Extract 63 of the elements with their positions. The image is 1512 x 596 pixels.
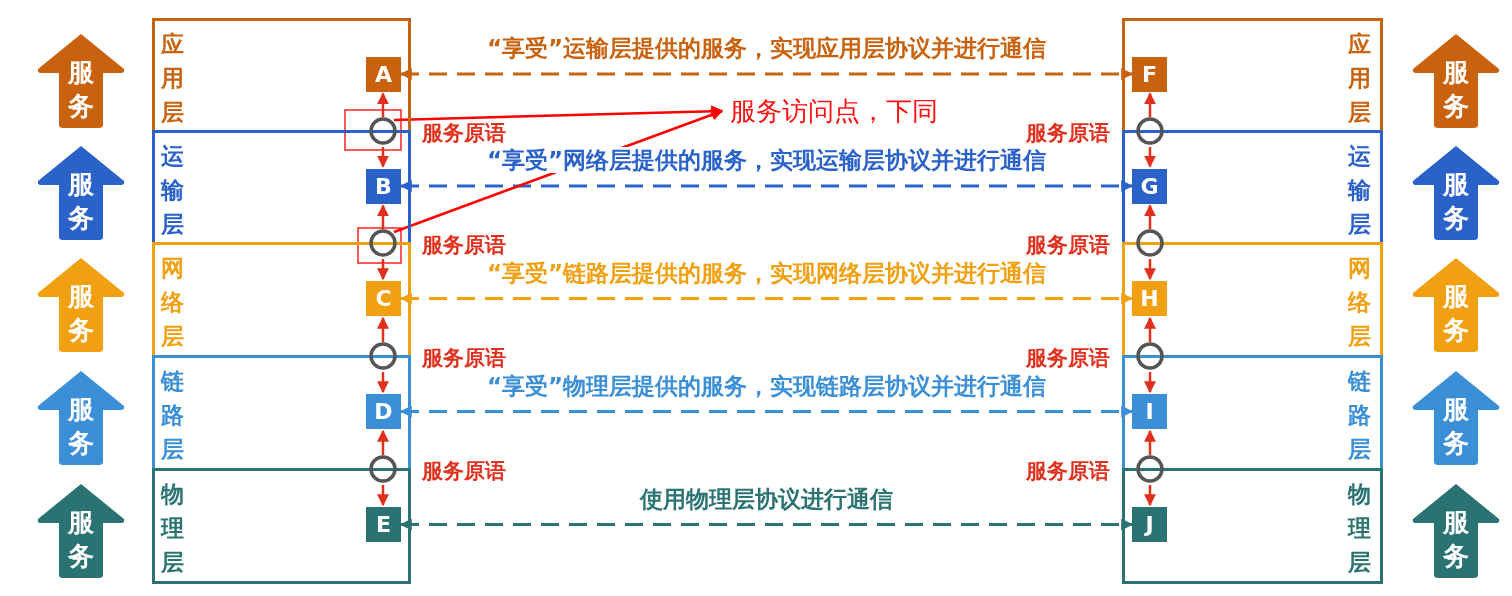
pointer-arrow bbox=[377, 429, 389, 455]
pointer-arrow bbox=[1144, 485, 1156, 507]
service-sign: 服务 bbox=[1412, 483, 1500, 579]
pointer-arrow bbox=[1144, 259, 1156, 281]
pointer-arrow bbox=[377, 485, 389, 507]
access-point-circle bbox=[1136, 229, 1164, 257]
layer-box: 网络层 H bbox=[1122, 242, 1383, 358]
layer-box: 物理层 J bbox=[1122, 468, 1383, 584]
service-sign: 服务 bbox=[37, 33, 125, 129]
pointer-arrow bbox=[377, 147, 389, 168]
primitive-label: 服务原语 bbox=[1024, 345, 1110, 371]
pointer-arrow bbox=[1144, 429, 1156, 455]
primitive-label: 服务原语 bbox=[422, 458, 507, 484]
access-point-circle bbox=[369, 342, 397, 370]
access-point-circle bbox=[369, 229, 397, 257]
pointer-arrow bbox=[377, 372, 389, 394]
pointer-arrow bbox=[377, 316, 389, 342]
access-point-square: H bbox=[1132, 281, 1167, 316]
access-point-square: A bbox=[366, 56, 401, 92]
access-point-circle bbox=[1136, 117, 1164, 145]
primitive-label: 服务原语 bbox=[1024, 232, 1110, 258]
access-point-square: I bbox=[1132, 394, 1167, 429]
pointer-arrow bbox=[1144, 204, 1156, 229]
access-point-circle bbox=[1136, 342, 1164, 370]
callout-text: 服务访问点，下同 bbox=[722, 92, 978, 130]
pointer-arrow bbox=[377, 259, 389, 281]
primitive-label: 服务原语 bbox=[422, 345, 507, 371]
pointer-arrow bbox=[1144, 147, 1156, 168]
access-point-circle bbox=[1136, 455, 1164, 483]
service-sign: 服务 bbox=[1412, 145, 1500, 241]
access-point-square: J bbox=[1132, 507, 1167, 542]
layer-box: 物理层 E bbox=[152, 468, 411, 584]
access-point-square: B bbox=[366, 168, 401, 204]
access-point-square: E bbox=[366, 507, 401, 542]
access-point-square: G bbox=[1132, 168, 1167, 204]
pointer-arrow bbox=[1144, 92, 1156, 117]
service-sign: 服务 bbox=[1412, 370, 1500, 466]
primitive-label: 服务原语 bbox=[1024, 120, 1110, 146]
access-point-square: D bbox=[366, 394, 401, 429]
layer-box: 运输层 B bbox=[152, 130, 411, 245]
service-sign: 服务 bbox=[37, 483, 125, 579]
layer-box: 运输层 G bbox=[1122, 130, 1383, 245]
service-sign: 服务 bbox=[37, 257, 125, 353]
access-point-square: F bbox=[1132, 56, 1167, 92]
primitive-label: 服务原语 bbox=[422, 232, 507, 258]
service-sign: 服务 bbox=[1412, 257, 1500, 353]
layer-box: 链路层 D bbox=[152, 355, 411, 471]
service-sign: 服务 bbox=[37, 370, 125, 466]
access-point-circle bbox=[369, 455, 397, 483]
pointer-arrow bbox=[377, 204, 389, 229]
primitive-label: 服务原语 bbox=[1024, 458, 1110, 484]
service-sign: 服务 bbox=[37, 145, 125, 241]
access-point-square: C bbox=[366, 281, 401, 316]
service-sign: 服务 bbox=[1412, 33, 1500, 129]
layer-box: 网络层 C bbox=[152, 242, 411, 358]
layer-box: 链路层 I bbox=[1122, 355, 1383, 471]
pointer-arrow bbox=[1144, 372, 1156, 394]
pointer-arrow bbox=[1144, 316, 1156, 342]
primitive-label: 服务原语 bbox=[422, 120, 507, 146]
access-point-circle bbox=[369, 117, 397, 145]
layer-box: 应用层 F bbox=[1122, 18, 1383, 133]
pointer-arrow bbox=[377, 92, 389, 117]
layer-box: 应用层 A bbox=[152, 18, 411, 133]
